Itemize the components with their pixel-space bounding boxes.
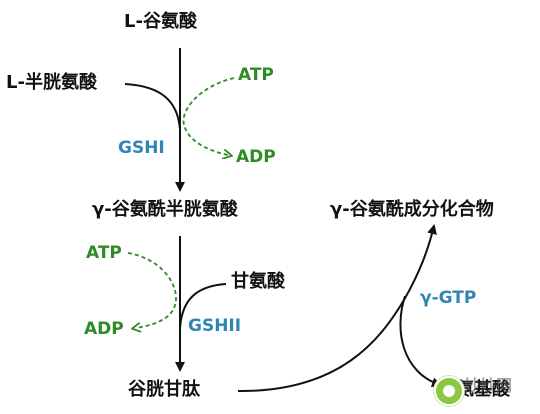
arrow-atp-adp-1 bbox=[182, 77, 235, 155]
enzyme-gshii: GSHII bbox=[188, 316, 242, 336]
node-gamma-glutamylcysteine: γ-谷氨酰半胱氨酸 bbox=[92, 199, 238, 220]
node-glycine: 甘氨酸 bbox=[231, 271, 285, 292]
enzyme-gshi: GSHI bbox=[118, 138, 165, 158]
node-l-cysteine: L-半胱氨酸 bbox=[6, 72, 97, 93]
cofactor-adp-2: ADP bbox=[84, 319, 124, 339]
node-l-glutamate: L-谷氨酸 bbox=[124, 11, 197, 32]
node-glutathione: 谷胱甘肽 bbox=[128, 379, 200, 400]
arrow-gsh-to-compound bbox=[237, 224, 437, 393]
watermark: 妙妙网 bbox=[428, 366, 540, 414]
watermark-logo-icon bbox=[434, 376, 464, 406]
arrow-glycine-join bbox=[179, 283, 227, 329]
cofactor-atp-2: ATP bbox=[86, 243, 122, 263]
arrow-branch-to-amino-acid bbox=[399, 295, 442, 388]
arrow-atp-adp-2 bbox=[127, 252, 177, 328]
enzyme-gamma-gtp: γ-GTP bbox=[420, 288, 477, 308]
arrow-cysteine-join bbox=[124, 83, 181, 131]
node-gamma-glutamyl-compound: γ-谷氨酰成分化合物 bbox=[330, 199, 494, 220]
node-amino-acid: 氨基酸 bbox=[456, 379, 510, 400]
cofactor-atp-1: ATP bbox=[238, 65, 274, 85]
cofactor-adp-1: ADP bbox=[236, 147, 276, 167]
watermark-text: 妙妙网 bbox=[464, 376, 513, 395]
